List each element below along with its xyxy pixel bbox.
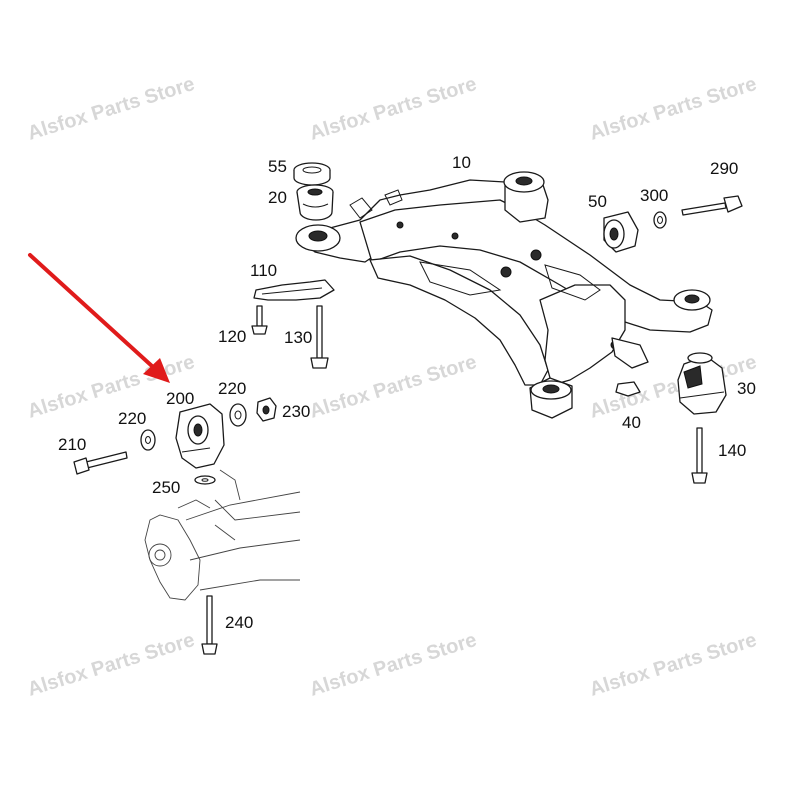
subframe-10 bbox=[295, 171, 713, 419]
callout-210: 210 bbox=[58, 435, 86, 454]
callout-50: 50 bbox=[588, 192, 607, 211]
bolt-240 bbox=[201, 595, 218, 655]
callout-55: 55 bbox=[268, 157, 287, 176]
callout-40: 40 bbox=[622, 413, 641, 432]
bracket-110 bbox=[253, 279, 335, 301]
washer-220-left bbox=[140, 429, 156, 451]
washer-300 bbox=[653, 211, 667, 229]
clip-40 bbox=[615, 381, 641, 397]
callout-140: 140 bbox=[718, 441, 746, 460]
callout-130: 130 bbox=[284, 328, 312, 347]
watermark-5: Alsfox Parts Store bbox=[307, 351, 479, 423]
callout-200: 200 bbox=[166, 389, 194, 408]
bolt-120 bbox=[251, 305, 268, 335]
bolt-140 bbox=[691, 427, 708, 484]
callout-290: 290 bbox=[710, 159, 738, 178]
bolt-290 bbox=[681, 195, 743, 216]
watermark-6: Alsfox Parts Store bbox=[587, 351, 759, 423]
watermark-2: Alsfox Parts Store bbox=[307, 73, 479, 145]
callout-10: 10 bbox=[452, 153, 471, 172]
callout-230: 230 bbox=[282, 402, 310, 421]
nut-230 bbox=[256, 397, 277, 422]
callout-220-right: 220 bbox=[218, 379, 246, 398]
red-arrow-indicator bbox=[28, 253, 170, 383]
bolt-210 bbox=[73, 451, 128, 475]
callout-110: 110 bbox=[250, 261, 277, 280]
axle-housing-context bbox=[144, 469, 301, 601]
watermark-4: Alsfox Parts Store bbox=[25, 351, 197, 423]
callout-labels: 10 55 20 110 120 130 50 300 290 30 40 14… bbox=[58, 153, 756, 632]
callout-250: 250 bbox=[152, 478, 180, 497]
watermarks: Alsfox Parts Store Alsfox Parts Store Al… bbox=[25, 73, 759, 701]
callout-20: 20 bbox=[268, 188, 287, 207]
watermark-7: Alsfox Parts Store bbox=[25, 629, 197, 701]
mount-200 bbox=[175, 403, 225, 469]
washer-220-right bbox=[229, 403, 247, 427]
callout-30: 30 bbox=[737, 379, 756, 398]
callout-120: 120 bbox=[218, 327, 246, 346]
callout-300: 300 bbox=[640, 186, 668, 205]
watermark-1: Alsfox Parts Store bbox=[25, 73, 197, 145]
callout-240: 240 bbox=[225, 613, 253, 632]
watermark-9: Alsfox Parts Store bbox=[587, 629, 759, 701]
cap-55 bbox=[293, 162, 331, 186]
mount-30 bbox=[677, 352, 727, 415]
watermark-3: Alsfox Parts Store bbox=[587, 73, 759, 145]
callout-220-left: 220 bbox=[118, 409, 146, 428]
bushing-20 bbox=[296, 184, 334, 221]
bolt-130 bbox=[310, 305, 329, 369]
bushing-50 bbox=[603, 211, 639, 253]
watermark-8: Alsfox Parts Store bbox=[307, 629, 479, 701]
washer-250 bbox=[194, 475, 216, 485]
